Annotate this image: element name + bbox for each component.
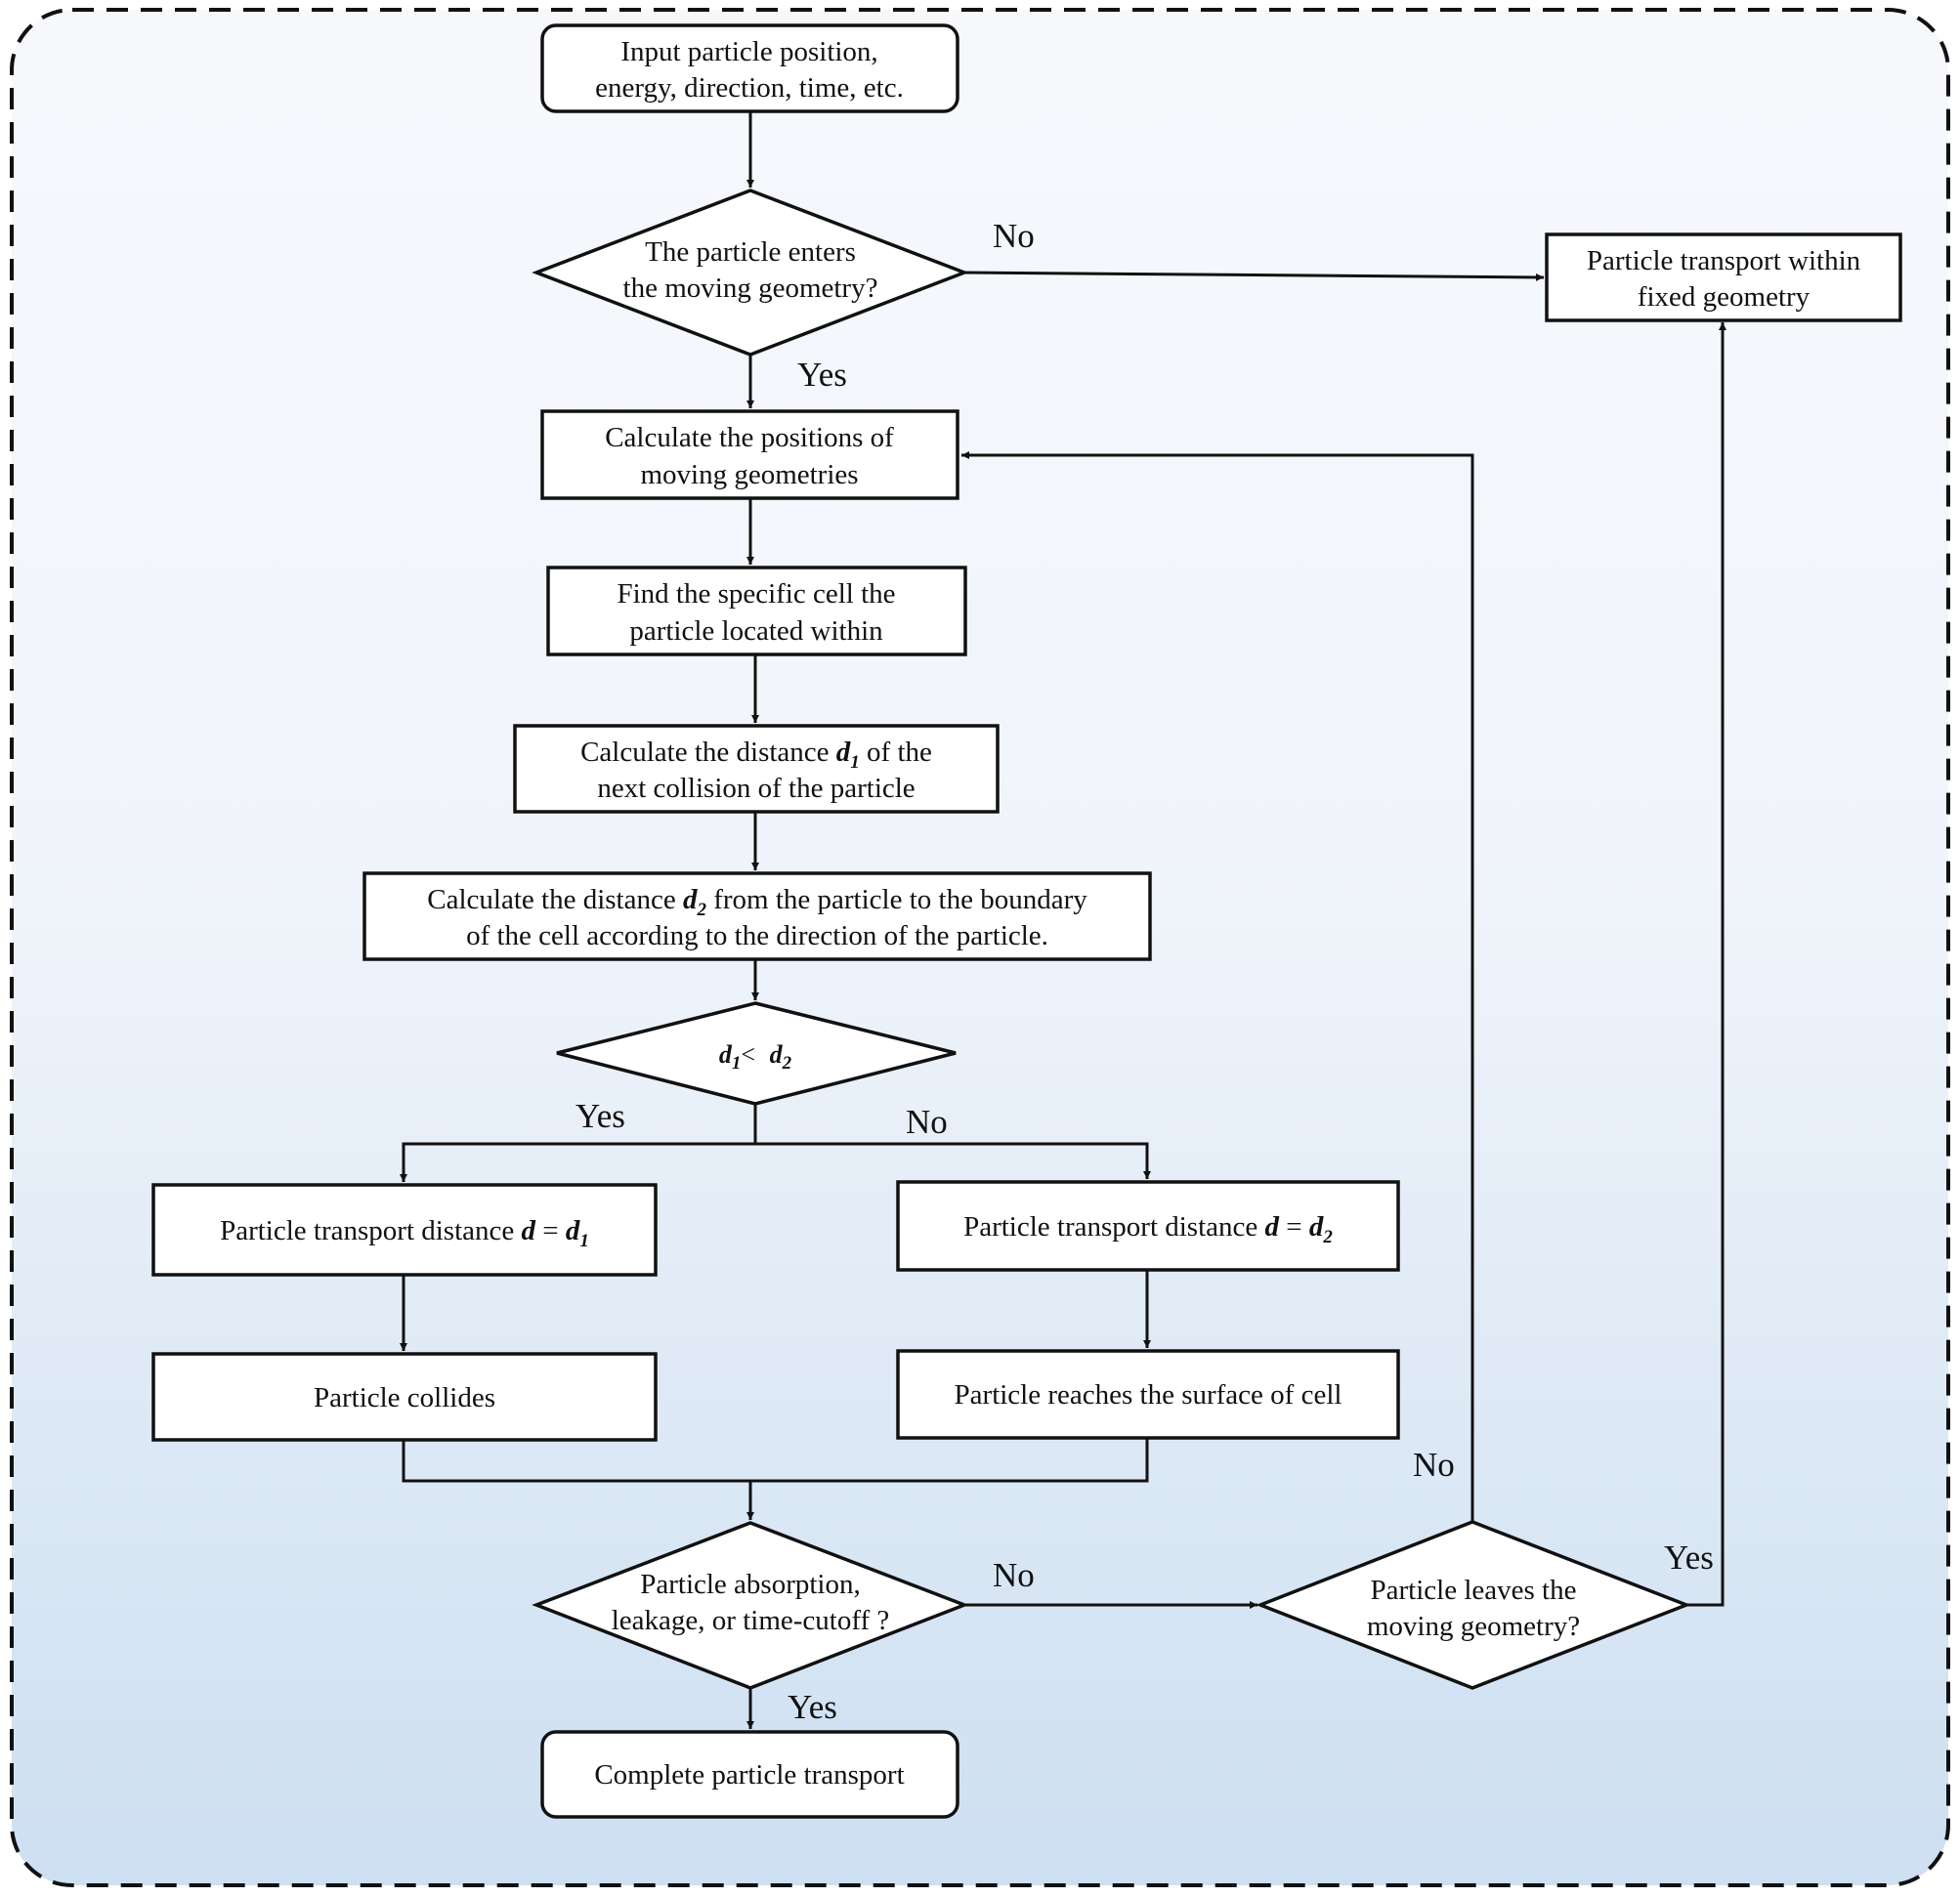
node-calcpos-line1: Calculate the positions of	[605, 422, 894, 453]
node-dist-d1: Particle transport distance d = d1	[151, 1183, 658, 1277]
label-absorb-no: No	[993, 1556, 1035, 1594]
node-enters-decision: The particle enters the moving geometry?	[532, 189, 969, 357]
label-leaves-no: No	[1413, 1446, 1455, 1484]
node-enters-line1: The particle enters	[645, 236, 856, 268]
node-find-cell: Find the specific cell the particle loca…	[546, 566, 967, 656]
node-calcd2-line1: Calculate the distance d2 from the parti…	[427, 884, 1087, 920]
arrow-enters-no-to-fixed	[963, 271, 1545, 281]
label-compare-no: No	[906, 1103, 948, 1141]
node-calc-d2: Calculate the distance d2 from the parti…	[362, 871, 1152, 961]
node-calcpos-line2: moving geometries	[640, 459, 858, 490]
node-complete: Complete particle transport	[540, 1730, 959, 1819]
node-calcd1-line1: Calculate the distance d1 of the	[580, 737, 932, 773]
node-findcell-line1: Find the specific cell the	[617, 578, 895, 610]
node-absorb-line1: Particle absorption,	[640, 1569, 861, 1600]
arrow-leaves-no-to-calcpos	[961, 451, 1474, 1522]
label-absorb-yes: Yes	[788, 1688, 837, 1726]
label-leaves-yes: Yes	[1664, 1539, 1714, 1577]
label-enters-yes: Yes	[797, 356, 847, 394]
node-fixed-geometry: Particle transport within fixed geometry	[1545, 232, 1902, 322]
node-collides: Particle collides	[151, 1352, 658, 1442]
node-calcd2-line2: of the cell according to the direction o…	[466, 920, 1048, 951]
label-compare-yes: Yes	[575, 1097, 625, 1135]
arrow-compare-no-to-dist2	[755, 1142, 1151, 1179]
edge-labels: No Yes Yes No No Yes No Yes	[575, 217, 1714, 1726]
node-leaves-decision: Particle leaves the moving geometry?	[1256, 1520, 1691, 1690]
node-complete-text: Complete particle transport	[594, 1759, 904, 1791]
node-fixed-line2: fixed geometry	[1638, 281, 1811, 313]
connector-collides-merge	[402, 1438, 1149, 1483]
node-calc-d1: Calculate the distance d1 of the next co…	[513, 724, 1000, 814]
arrow-leaves-yes-to-fixed	[1686, 322, 1726, 1607]
node-enters-line2: the moving geometry?	[623, 273, 878, 304]
node-absorb-decision: Particle absorption, leakage, or time-cu…	[532, 1521, 969, 1690]
node-leaves-line2: moving geometry?	[1367, 1611, 1580, 1642]
node-absorb-line2: leakage, or time-cutoff ?	[612, 1605, 890, 1636]
node-input-line2: energy, direction, time, etc.	[595, 72, 904, 104]
connectors	[400, 111, 1726, 1729]
node-dist1-text: Particle transport distance d = d1	[220, 1215, 589, 1251]
node-input: Input particle position, energy, directi…	[540, 23, 959, 113]
node-calc-positions: Calculate the positions of moving geomet…	[540, 409, 959, 500]
node-compare-text: d1< d2	[719, 1040, 792, 1074]
node-surface: Particle reaches the surface of cell	[896, 1349, 1400, 1440]
node-surface-text: Particle reaches the surface of cell	[955, 1379, 1342, 1411]
node-leaves-line1: Particle leaves the	[1371, 1575, 1577, 1606]
node-input-line1: Input particle position,	[620, 36, 877, 67]
node-fixed-line1: Particle transport within	[1587, 245, 1861, 276]
node-collides-text: Particle collides	[314, 1382, 495, 1413]
label-enters-no: No	[993, 217, 1035, 255]
node-dist-d2: Particle transport distance d = d2	[896, 1180, 1400, 1272]
node-findcell-line2: particle located within	[629, 615, 883, 647]
node-compare-decision: d1< d2	[556, 1001, 957, 1106]
node-dist2-text: Particle transport distance d = d2	[963, 1211, 1333, 1247]
node-calcd1-line2: next collision of the particle	[597, 773, 915, 804]
arrow-compare-yes-to-dist1	[400, 1142, 755, 1182]
